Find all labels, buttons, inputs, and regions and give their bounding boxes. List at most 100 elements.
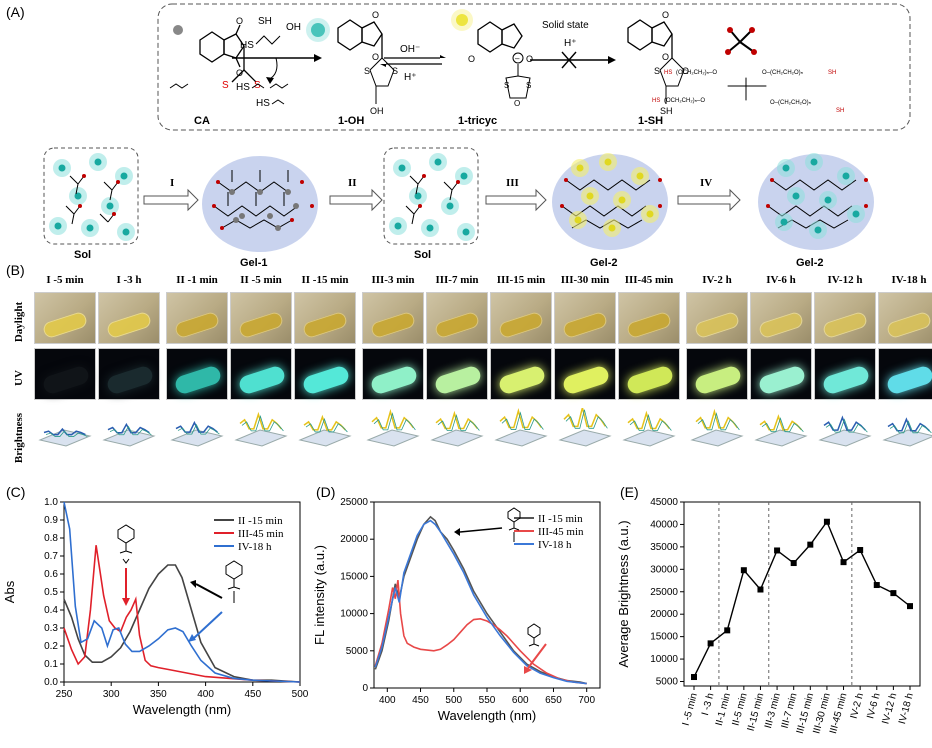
brightness-surface-svg [754,414,808,447]
daylight-photo [294,292,356,344]
daylight-photo [98,292,160,344]
vial-shape [757,310,805,340]
vial-glow [497,364,547,396]
surface-peaks [887,417,930,432]
brightness-surface-plot [294,408,356,448]
brightness-surface-plot [230,408,292,448]
sol-2-particles [389,153,475,241]
time-label: IV-18 h [891,274,927,286]
panel-label-b: (B) [6,262,25,278]
y-tick-label: 15000 [340,571,368,582]
brightness-surface-svg [494,407,548,447]
vial-glow [757,364,807,396]
y-tick-label: 10000 [650,654,678,665]
black-pointer-arrow [195,583,223,599]
svg-text:SH: SH [660,106,673,116]
svg-text:O–(CH₂CH₂O)ₙ: O–(CH₂CH₂O)ₙ [762,70,804,76]
oh-minus-label: OH⁻ [400,44,420,55]
y-axis-label: Abs [2,580,17,603]
brightness-surface-svg [234,411,288,447]
daylight-photo [618,292,680,344]
daylight-photo [426,292,488,344]
daylight-photo [230,292,292,344]
brightness-surface-plot [490,407,552,448]
legend-label: II -15 min [538,513,583,525]
surface-base [430,429,484,447]
1-tricyc-label: 1-tricyc [458,115,497,127]
svg-text:S: S [504,81,509,90]
vial-shape [41,310,89,340]
daylight-photo [34,292,96,344]
y-tick-label: 20000 [650,609,678,620]
x-tick-label: 600 [512,695,529,706]
x-tick-label: I -3 h [700,692,717,717]
svg-text:S: S [222,80,229,91]
flow-arrow-1-label: I [170,177,174,189]
gel-2a-particles [560,153,662,237]
brightness-surface-svg [882,417,932,447]
oh-structure-icon [507,507,521,523]
surface-base [494,429,548,447]
x-tick-label: 300 [103,689,120,700]
daylight-photo [878,292,932,344]
x-axis-label: Wavelength (nm) [133,702,232,717]
data-point [857,547,864,554]
vial-shape [173,310,221,340]
time-label: III-30 min [560,274,610,286]
1-oh-label: 1-OH [338,115,364,127]
time-label: IV-2 h [702,274,732,286]
flow-arrow-3-label: III [506,177,519,189]
y-tick-label: 45000 [650,497,678,508]
surface-base [102,429,156,447]
time-label: I -3 h [116,274,142,286]
svg-text:OH: OH [286,22,301,33]
gel-2b-particles [766,153,868,239]
uv-photo [34,348,96,400]
flow-step-2-label: Gel-1 [240,257,268,269]
x-tick-label: 450 [412,695,429,706]
series-line [63,501,301,683]
flow-step-3-label: Sol [414,249,431,261]
brightness-surface-plot [166,408,228,448]
red-pointer-head [524,666,532,674]
x-tick-label: IV-2 h [849,692,866,720]
surface-peaks-shadow [565,409,608,429]
uv-photo [490,348,552,400]
surface-base [170,429,224,447]
time-label: III-15 min [496,274,546,286]
blue-pointer-arrow [193,611,223,639]
svg-text:O: O [526,54,533,64]
x-tick-label: 450 [244,689,261,700]
svg-text:–: – [515,54,520,63]
vial-glow [237,364,287,396]
svg-text:O: O [514,99,520,108]
surface-peaks-shadow [45,430,88,437]
time-label: IV-6 h [766,274,796,286]
x-tick-label: 400 [379,695,396,706]
uv-photo [230,348,292,400]
svg-text:HS: HS [256,98,270,109]
brightness-surface-plot [426,408,488,448]
brightness-surface-plot [750,408,812,448]
svg-text:SH: SH [258,16,272,27]
1-sh-label: 1-SH [638,115,663,127]
svg-text:(OCH₂CH₂)ₙ–O: (OCH₂CH₂)ₙ–O [664,98,705,104]
h-plus-2-label: H⁺ [564,38,577,49]
uv-photo [814,348,876,400]
peg-thiol-molecule: HS (OCH₂CH₂)ₙ–O O–(CH₂CH₂O)ₙ SH HS (OCH₂… [652,27,844,114]
uv-photo [618,348,680,400]
brightness-surface-svg [690,408,744,447]
brightness-surface-svg [622,410,676,447]
ca-label: CA [194,115,210,127]
svg-text:S: S [364,66,370,76]
row-label-daylight: Daylight [13,301,25,343]
flow-step-4-label: Gel-2 [590,257,618,269]
flow-arrow-2 [329,188,383,212]
y-tick-label: 0.8 [44,533,58,544]
y-tick-label: 40000 [650,519,678,530]
time-label: II -1 min [176,274,218,286]
svg-text:HS: HS [652,98,660,104]
series-line [693,520,911,678]
